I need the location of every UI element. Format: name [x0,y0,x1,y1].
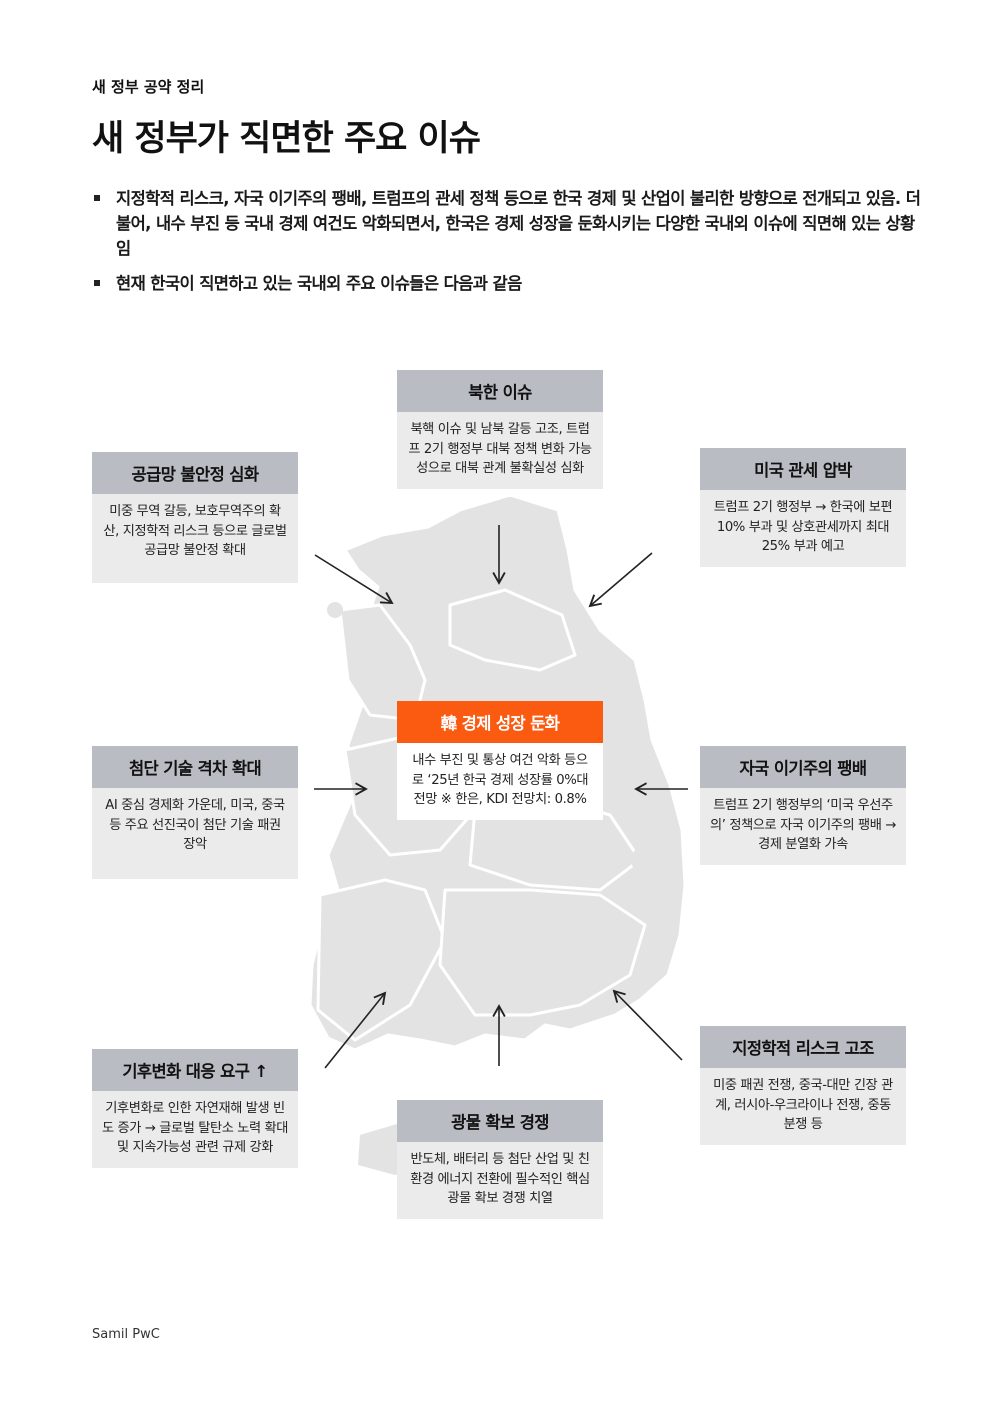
issue-title: 공급망 불안정 심화 [92,452,298,494]
issue-title: 기후변화 대응 요구 ↑ [92,1049,298,1091]
bullet-item: 지정학적 리스크, 자국 이기주의 팽배, 트럼프의 관세 정책 등으로 한국 … [92,186,922,261]
page-title: 새 정부가 직면한 주요 이슈 [92,119,481,159]
footer-source: Samil PwC [92,1327,160,1342]
issue-description: 미중 패권 전쟁, 중국-대만 긴장 관계, 러시아-우크라이나 전쟁, 중동 … [713,1078,893,1132]
issue-description: 북핵 이슈 및 남북 갈등 고조, 트럼프 2기 행정부 대북 정책 변화 가능… [408,422,592,476]
issue-description: 내수 부진 및 통상 여건 악화 등으로 ‘25년 한국 경제 성장률 0%대 … [397,743,603,820]
issue-box-us-tariff: 미국 관세 압박 트럼프 2기 행정부 → 한국에 보편 10% 부과 및 상호… [700,448,906,567]
issue-description: 반도체, 배터리 등 첨단 산업 및 친환경 에너지 전환에 필수적인 핵심 광… [410,1152,590,1206]
bullet-list: 지정학적 리스크, 자국 이기주의 팽배, 트럼프의 관세 정책 등으로 한국 … [92,186,922,306]
issue-title: 자국 이기주의 팽배 [700,746,906,788]
issue-title: 광물 확보 경쟁 [397,1100,603,1142]
issue-description: 미중 무역 갈등, 보호무역주의 확산, 지정학적 리스크 등으로 글로벌 공급… [103,504,287,558]
issue-description: 트럼프 2기 행정부 → 한국에 보편 10% 부과 및 상호관세까지 최대 2… [713,500,893,554]
issue-title: 미국 관세 압박 [700,448,906,490]
issue-box-tech-gap: 첨단 기술 격차 확대 AI 중심 경제화 가운데, 미국, 중국 등 주요 선… [92,746,298,879]
issue-description: AI 중심 경제화 가운데, 미국, 중국 등 주요 선진국이 첨단 기술 패권… [105,798,285,852]
issue-title: 북한 이슈 [397,370,603,412]
section-label: 새 정부 공약 정리 [92,78,205,96]
issue-box-nationalism: 자국 이기주의 팽배 트럼프 2기 행정부의 ‘미국 우선주의’ 정책으로 자국… [700,746,906,865]
issue-title: 첨단 기술 격차 확대 [92,746,298,788]
issue-box-north-korea: 북한 이슈 북핵 이슈 및 남북 갈등 고조, 트럼프 2기 행정부 대북 정책… [397,370,603,489]
issue-title: 지정학적 리스크 고조 [700,1026,906,1068]
issue-box-minerals: 광물 확보 경쟁 반도체, 배터리 등 첨단 산업 및 친환경 에너지 전환에 … [397,1100,603,1219]
bullet-item: 현재 한국이 직면하고 있는 국내외 주요 이슈들은 다음과 같음 [92,271,922,296]
issue-box-supply-chain: 공급망 불안정 심화 미중 무역 갈등, 보호무역주의 확산, 지정학적 리스크… [92,452,298,583]
issue-description: 트럼프 2기 행정부의 ‘미국 우선주의’ 정책으로 자국 이기주의 팽배 → … [710,798,896,852]
issue-box-geopolitics: 지정학적 리스크 고조 미중 패권 전쟁, 중국-대만 긴장 관계, 러시아-우… [700,1026,906,1145]
issue-box-center-growth-slowdown: 韓 경제 성장 둔화 내수 부진 및 통상 여건 악화 등으로 ‘25년 한국 … [397,701,603,820]
issue-title: 韓 경제 성장 둔화 [397,701,603,743]
issue-description: 기후변화로 인한 자연재해 발생 빈도 증가 → 글로벌 탈탄소 노력 확대 및… [102,1101,288,1155]
issue-box-climate: 기후변화 대응 요구 ↑ 기후변화로 인한 자연재해 발생 빈도 증가 → 글로… [92,1049,298,1168]
